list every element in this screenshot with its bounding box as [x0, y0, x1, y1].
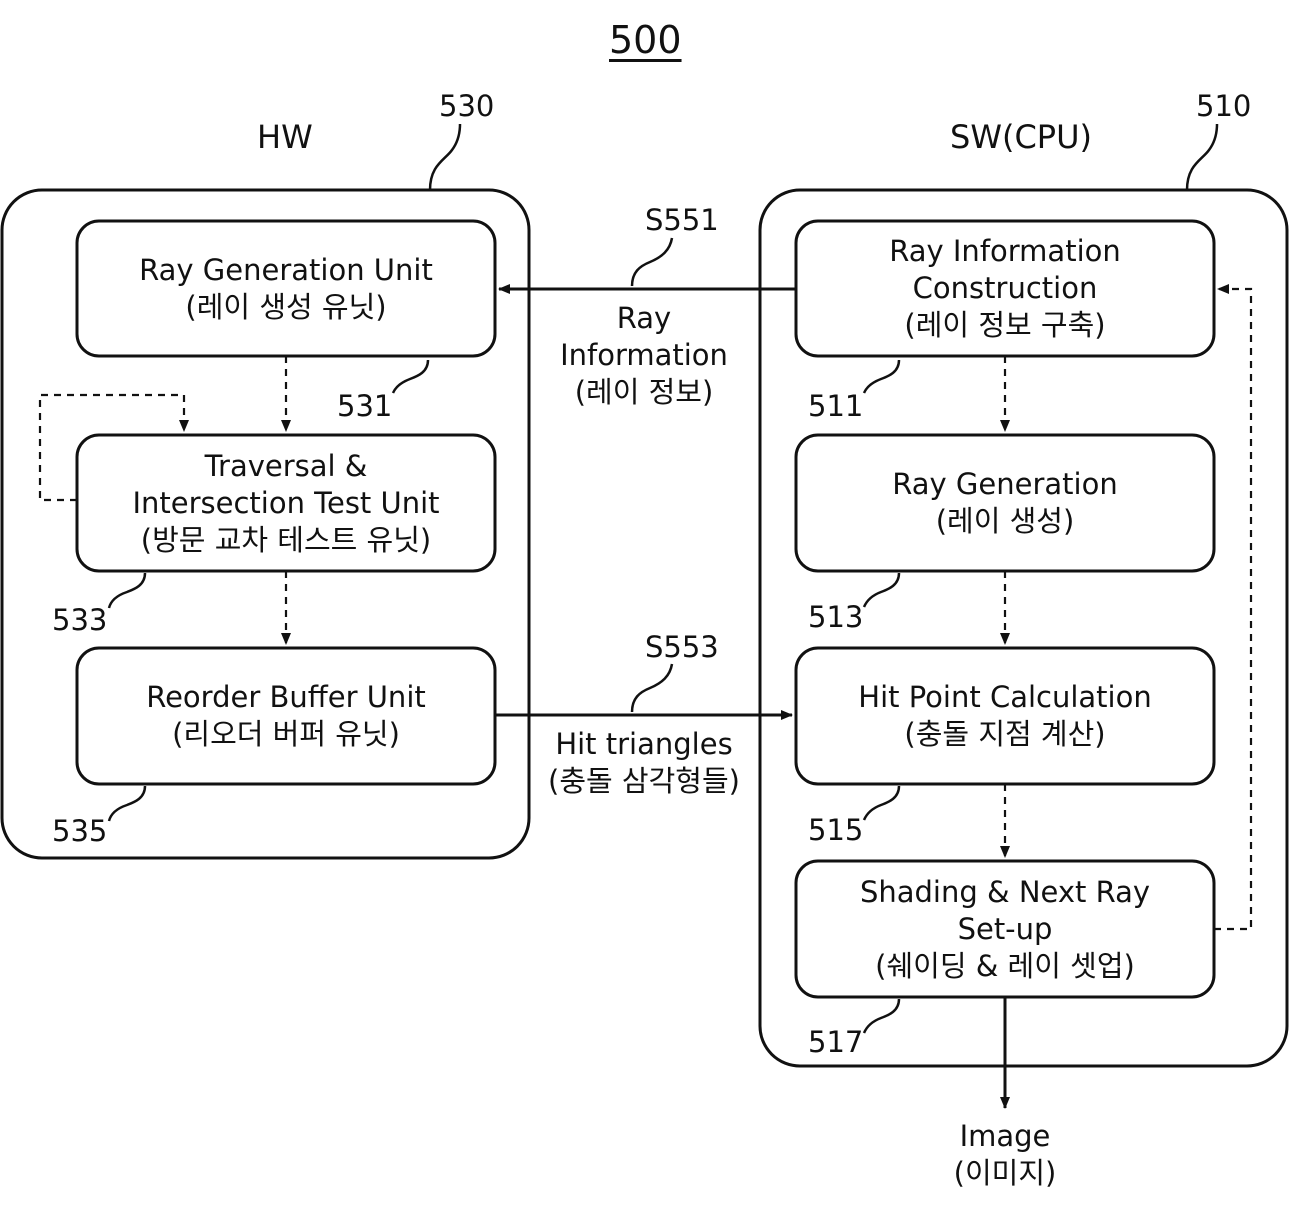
block-subtitle: (쉐이딩 & 레이 셋업) — [875, 948, 1135, 983]
ref-515-leader — [862, 785, 901, 821]
ray-information-label: Ray Information (레이 정보) — [534, 300, 754, 411]
s553-leader — [630, 663, 674, 713]
block-subtitle: (레이 생성) — [935, 504, 1075, 538]
traversal-intersection-test-unit-block: Traversal & Intersection Test Unit (방문 교… — [77, 435, 495, 571]
block-title: Ray Generation Unit — [139, 252, 433, 287]
image-output-label: Image (이미지) — [894, 1118, 1116, 1192]
ref-517: 517 — [808, 1025, 864, 1059]
hw-group-ref: 530 — [439, 89, 495, 123]
sw-group-title: SW(CPU) — [950, 118, 1092, 156]
ref-513: 513 — [808, 600, 864, 634]
ray-information-line2: Information — [560, 338, 728, 372]
block-subtitle: (방문 교차 테스트 유닛) — [140, 522, 432, 557]
ray-information-line3: (레이 정보) — [574, 375, 714, 409]
hw-group-title: HW — [257, 118, 313, 156]
block-title: Traversal & — [204, 448, 368, 483]
block-title: Shading & Next Ray — [859, 874, 1151, 909]
sw-group-frame — [758, 188, 1289, 1068]
ref-531-leader — [391, 359, 430, 394]
block-title: Ray Generation — [892, 467, 1118, 501]
block-subtitle: (레이 생성 유닛) — [185, 289, 387, 324]
hit-point-calculation-block: Hit Point Calculation (충돌 지점 계산) — [796, 648, 1214, 784]
sw-517-feedback-arrow — [1214, 284, 1253, 931]
hit-triangles-line1: Hit triangles — [555, 727, 733, 761]
reorder-buffer-unit-block: Reorder Buffer Unit (리오더 버퍼 유닛) — [77, 648, 495, 784]
block-title: Hit Point Calculation — [858, 680, 1152, 714]
block-subtitle: (충돌 지점 계산) — [904, 717, 1106, 751]
ref-513-leader — [862, 572, 901, 608]
block-title: Ray Information — [889, 234, 1121, 268]
block-title: Reorder Buffer Unit — [146, 680, 426, 714]
image-output-line2: (이미지) — [953, 1156, 1057, 1190]
figure-number: 500 — [609, 18, 682, 62]
s551-ref: S551 — [645, 203, 719, 237]
s553-ref: S553 — [645, 630, 719, 664]
block-title-line2: Construction — [912, 271, 1098, 305]
block-title-line2: Intersection Test Unit — [132, 485, 440, 520]
ref-531: 531 — [337, 389, 393, 423]
ref-511: 511 — [808, 389, 864, 423]
hit-triangles-line2: (충돌 삼각형들) — [548, 764, 740, 798]
ref-510-leader — [1185, 123, 1219, 191]
ref-515: 515 — [808, 813, 864, 847]
shading-next-ray-setup-block: Shading & Next Ray Set-up (쉐이딩 & 레이 셋업) — [796, 861, 1214, 997]
ref-535: 535 — [52, 814, 108, 848]
ref-517-leader — [862, 998, 901, 1034]
ref-535-leader — [107, 785, 147, 822]
block-title-line2: Set-up — [957, 911, 1053, 946]
hit-triangles-label: Hit triangles (충돌 삼각형들) — [524, 726, 764, 800]
ref-533-leader — [107, 572, 147, 609]
ray-information-construction-block: Ray Information Construction (레이 정보 구축) — [796, 221, 1214, 356]
s551-leader — [630, 237, 674, 287]
ref-533: 533 — [52, 603, 108, 637]
sw-group-ref: 510 — [1196, 89, 1252, 123]
image-output-line1: Image — [959, 1119, 1051, 1153]
ray-generation-block: Ray Generation (레이 생성) — [796, 435, 1214, 571]
ray-generation-unit-block: Ray Generation Unit (레이 생성 유닛) — [77, 221, 495, 356]
block-subtitle: (리오더 버퍼 유닛) — [172, 717, 400, 751]
ref-530-leader — [428, 123, 462, 191]
block-subtitle: (레이 정보 구축) — [904, 308, 1106, 342]
ref-511-leader — [862, 359, 901, 394]
hw-group-frame — [0, 188, 531, 860]
ray-information-line1: Ray — [616, 301, 672, 335]
